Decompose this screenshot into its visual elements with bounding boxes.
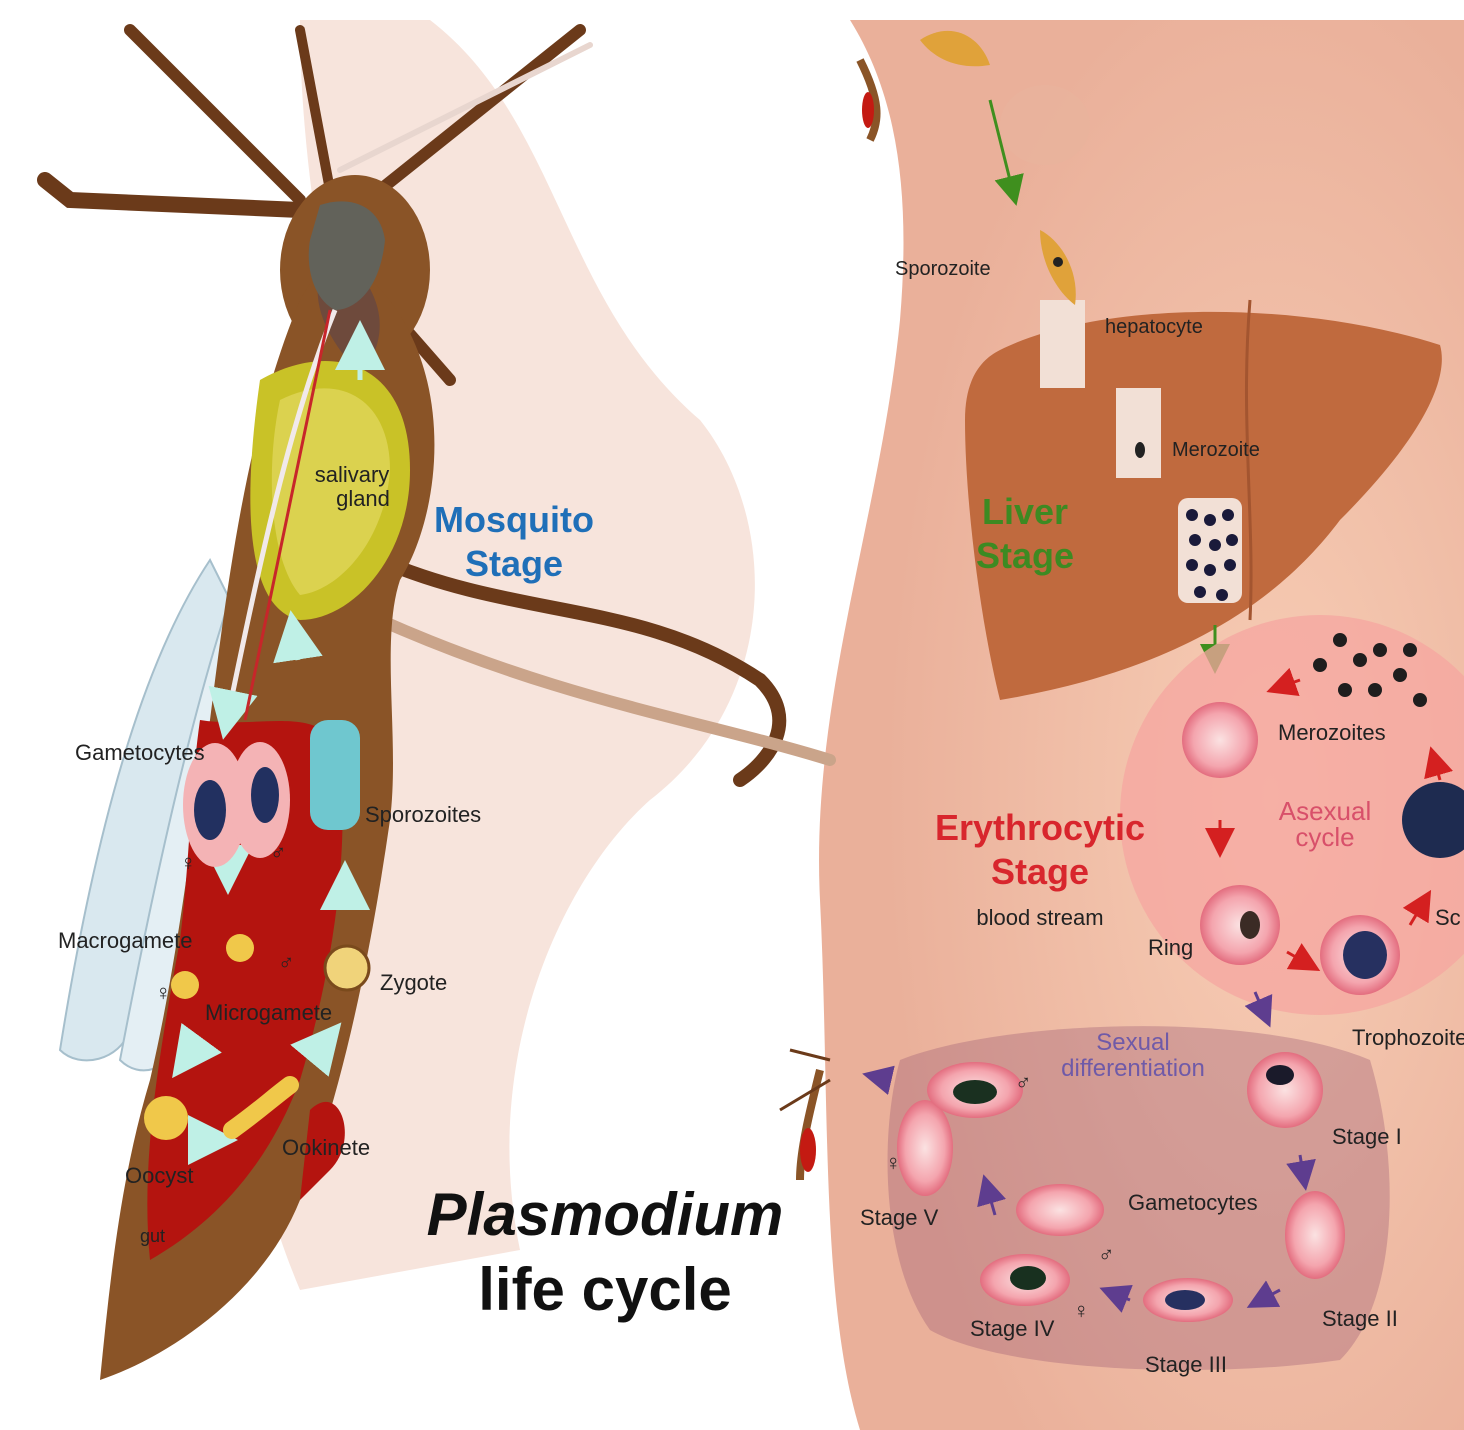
label-ookinete: Ookinete bbox=[282, 1135, 370, 1160]
label-stage-1: Stage I bbox=[1332, 1124, 1402, 1149]
symbol-female-macrogamete: ♀ bbox=[155, 980, 172, 1005]
title-line-1: Plasmodium bbox=[427, 1181, 784, 1248]
heading-mosquito-stage-2: Stage bbox=[465, 543, 563, 584]
heading-liver-stage-2: Stage bbox=[976, 535, 1074, 576]
symbol-male-stage4: ♂ bbox=[1098, 1242, 1115, 1267]
label-sexual-differentiation-1: Sexual bbox=[1096, 1029, 1169, 1056]
symbol-male-stage5-upper: ♂ bbox=[1015, 1070, 1032, 1095]
label-stage-4: Stage IV bbox=[970, 1316, 1055, 1341]
label-microgamete: Microgamete bbox=[205, 1000, 332, 1025]
symbol-female-stage4: ♀ bbox=[1073, 1298, 1090, 1323]
symbol-male-microgamete: ♂ bbox=[278, 950, 295, 975]
label-ring: Ring bbox=[1148, 935, 1193, 960]
label-trophozoite: Trophozoite bbox=[1352, 1025, 1464, 1050]
label-zygote: Zygote bbox=[380, 970, 447, 995]
label-merozoites: Merozoites bbox=[1278, 720, 1386, 745]
label-sporozoites: Sporozoites bbox=[365, 802, 481, 827]
label-gut: gut bbox=[140, 1226, 165, 1246]
label-sexual-differentiation-2: differentiation bbox=[1061, 1055, 1205, 1082]
label-stage-5: Stage V bbox=[860, 1205, 939, 1230]
label-sporozoite: Sporozoite bbox=[895, 258, 991, 280]
label-stage-3: Stage III bbox=[1145, 1352, 1227, 1377]
symbol-male-gametocyte: ♂ bbox=[270, 840, 287, 865]
label-stage-2: Stage II bbox=[1322, 1306, 1398, 1331]
label-salivary-2: gland bbox=[336, 486, 390, 511]
small-mosquito-biting bbox=[860, 60, 877, 140]
label-gametocytes-blood: Gametocytes bbox=[1128, 1190, 1258, 1215]
label-schizont-partial: Sc bbox=[1435, 905, 1461, 930]
heading-mosquito-stage-1: Mosquito bbox=[434, 499, 594, 540]
label-merozoite: Merozoite bbox=[1172, 439, 1260, 461]
label-gametocytes-mosquito: Gametocytes bbox=[75, 740, 205, 765]
label-hepatocyte: hepatocyte bbox=[1105, 316, 1203, 338]
symbol-female-gametocyte: ♀ bbox=[180, 850, 197, 875]
heading-erythrocytic-stage-1: Erythrocytic bbox=[935, 807, 1145, 848]
label-macrogamete: Macrogamete bbox=[58, 928, 193, 953]
symbol-female-stage5: ♀ bbox=[885, 1150, 902, 1175]
title-line-2: life cycle bbox=[478, 1256, 732, 1323]
heading-erythrocytic-stage-2: Stage bbox=[991, 851, 1089, 892]
label-blood-stream: blood stream bbox=[976, 905, 1103, 930]
label-salivary-1: salivary bbox=[315, 462, 390, 487]
heading-liver-stage-1: Liver bbox=[982, 491, 1068, 532]
small-mosquito-feeding bbox=[780, 1050, 830, 1180]
label-oocyst: Oocyst bbox=[125, 1163, 193, 1188]
label-asexual-cycle-2: cycle bbox=[1295, 822, 1354, 852]
